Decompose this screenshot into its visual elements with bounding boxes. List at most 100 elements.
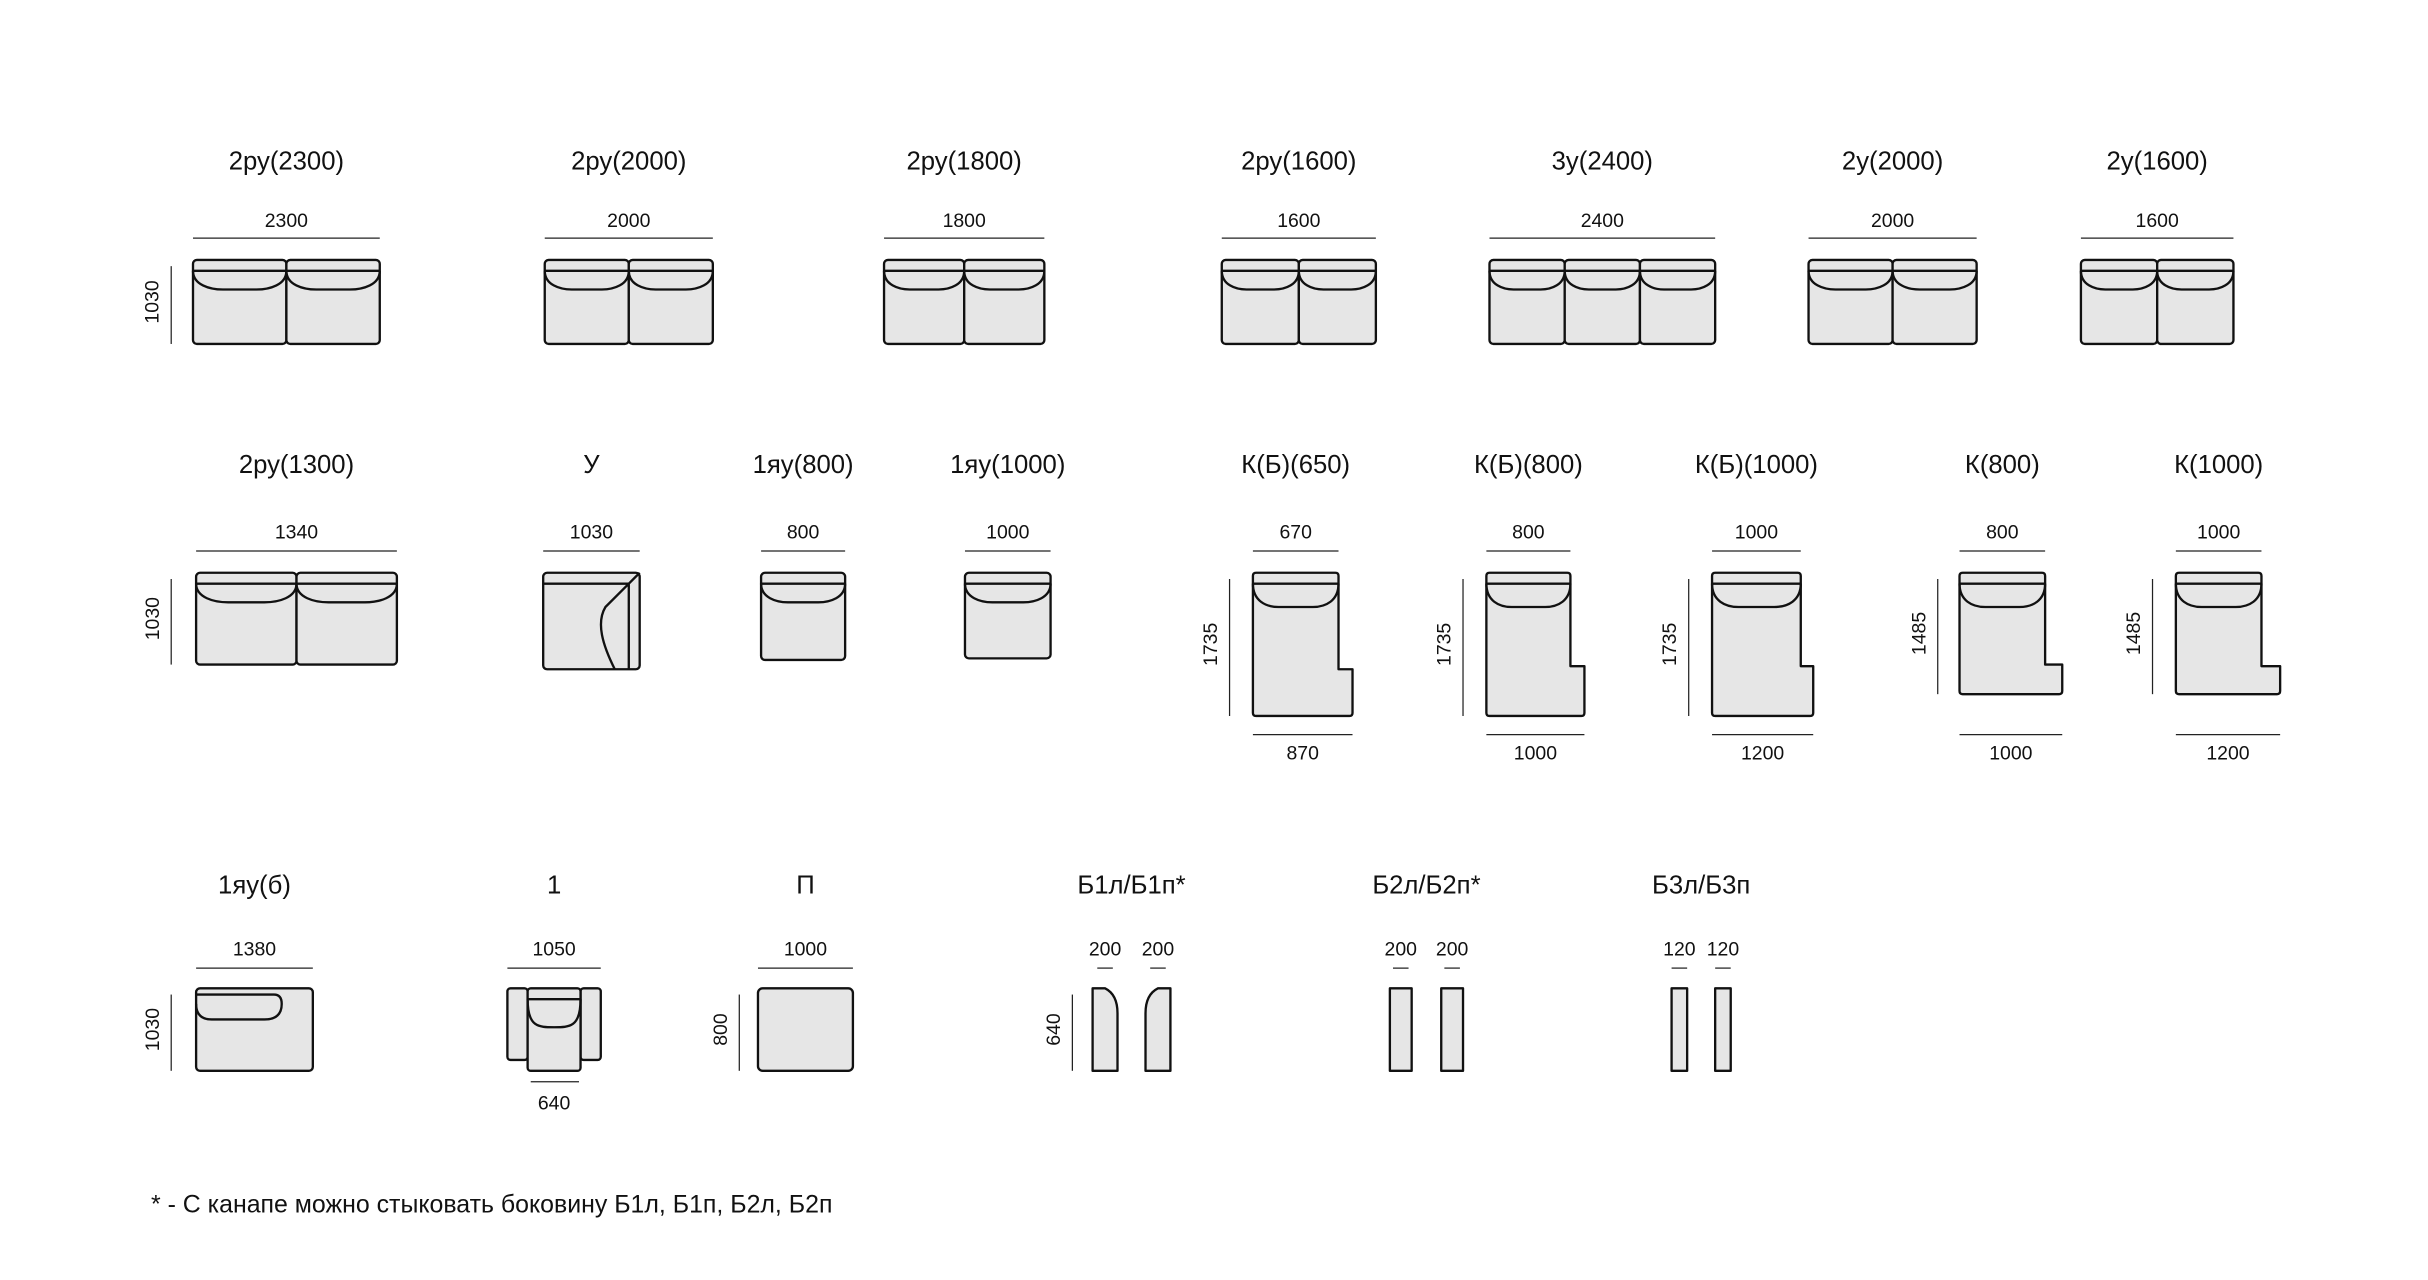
seat xyxy=(194,571,298,666)
seat xyxy=(1220,258,1300,346)
width-dimension: 1800 xyxy=(943,210,986,232)
cushion-line xyxy=(194,583,298,604)
cushion-line xyxy=(759,583,847,604)
depth-dimension: 800 xyxy=(710,1013,732,1046)
chaise-seat xyxy=(1251,571,1354,718)
seat xyxy=(543,258,630,346)
width-dimension: 1600 xyxy=(1277,210,1320,232)
seat xyxy=(2156,258,2235,346)
seat xyxy=(963,571,1052,660)
width-dimension: 2000 xyxy=(1871,210,1914,232)
width-dimension: 1000 xyxy=(2197,522,2240,544)
bottom-dimension: 640 xyxy=(538,1093,571,1115)
depth-dimension: 1735 xyxy=(1200,623,1222,666)
seat xyxy=(627,258,715,346)
chaise-seat xyxy=(1958,571,2064,696)
cushion-line xyxy=(1891,270,1978,291)
cushion-line xyxy=(191,270,288,291)
module-title: 1 xyxy=(547,871,561,899)
side-panel-left xyxy=(1091,987,1119,1072)
module-title: 2у(1600) xyxy=(2107,148,2208,176)
module-title: Б1л/Б1п* xyxy=(1077,871,1185,899)
ottoman xyxy=(756,987,855,1072)
bottom-dimension: 870 xyxy=(1286,743,1319,765)
seat xyxy=(1488,258,1566,346)
cushion-line xyxy=(963,270,1046,291)
module-title: 2ру(2300) xyxy=(229,148,344,176)
seat xyxy=(2079,258,2159,346)
left-arm xyxy=(506,987,529,1062)
width-dimension: 2300 xyxy=(265,210,308,232)
width-dimension: 1340 xyxy=(275,522,318,544)
right-arm xyxy=(579,987,602,1062)
seat xyxy=(1807,258,1894,346)
module-title: К(Б)(650) xyxy=(1241,451,1350,479)
cushion-line xyxy=(526,998,582,1029)
width-dimension: 1000 xyxy=(986,522,1029,544)
side-panel-right xyxy=(1713,987,1732,1072)
module-title: Б2л/Б2п* xyxy=(1372,871,1480,899)
module-title: Б3л/Б3п xyxy=(1652,871,1750,899)
modules-layer: 2ру(2300) 2300 1030 2ру(2000) 2000 2ру(1800)1… xyxy=(142,148,2282,1115)
module-18: 1 1050 640 xyxy=(506,871,602,1115)
side-panel-right xyxy=(1144,987,1172,1072)
bottom-dimension: 1200 xyxy=(2206,743,2249,765)
width-dimension: 670 xyxy=(1279,522,1312,544)
width-dimension: 2000 xyxy=(607,210,650,232)
cushion-line xyxy=(627,270,715,291)
width-dimension: 800 xyxy=(1512,522,1545,544)
module-7: 2у(1600) 1600 xyxy=(2079,148,2235,346)
cushion-line xyxy=(963,583,1052,604)
cushion-line xyxy=(1807,270,1894,291)
cushion-line xyxy=(1220,270,1300,291)
width-dimension: 200 xyxy=(1142,939,1175,961)
width-dimension: 200 xyxy=(1385,939,1418,961)
cushion-line xyxy=(1958,583,2047,609)
depth-dimension: 1030 xyxy=(142,597,164,640)
cushion-line xyxy=(1710,583,1802,609)
width-dimension: 800 xyxy=(1986,522,2019,544)
module-4: 2ру(1600) 1600 xyxy=(1220,148,1378,346)
footnote: * - С канапе можно стыковать боковину Б1… xyxy=(151,1190,832,1218)
module-title: 3у(2400) xyxy=(1552,148,1653,176)
module-5: 3у(2400)2400 xyxy=(1488,148,1717,346)
module-title: 2ру(1300) xyxy=(239,451,354,479)
seat xyxy=(191,258,288,346)
seat xyxy=(759,571,847,662)
chaise-seat xyxy=(1485,571,1586,718)
depth-dimension: 640 xyxy=(1043,1013,1065,1046)
depth-dimension: 1735 xyxy=(1434,623,1456,666)
seat xyxy=(295,571,399,666)
backrest-cushion xyxy=(194,993,283,1021)
module-title: К(1000) xyxy=(2174,451,2263,479)
cushion-line xyxy=(1488,270,1566,291)
module-6: 2у(2000)2000 xyxy=(1807,148,1978,346)
cushion-line xyxy=(295,583,399,604)
side-panel-left xyxy=(1670,987,1689,1072)
width-dimension: 1600 xyxy=(2136,210,2179,232)
seat xyxy=(1638,258,1717,346)
width-dimension: 1050 xyxy=(532,939,575,961)
armchair-seat xyxy=(526,987,582,1072)
cushion-line xyxy=(2174,583,2263,609)
side-panel-right xyxy=(1440,987,1465,1072)
width-dimension: 1000 xyxy=(784,939,827,961)
module-title: К(Б)(1000) xyxy=(1695,451,1818,479)
module-title: 2ру(2000) xyxy=(571,148,686,176)
width-dimension: 1380 xyxy=(233,939,276,961)
module-3: 2ру(1800)1800 xyxy=(882,148,1046,346)
module-title: 2ру(1600) xyxy=(1241,148,1356,176)
module-title: К(Б)(800) xyxy=(1474,451,1583,479)
depth-dimension: 1735 xyxy=(1659,623,1681,666)
depth-dimension: 1485 xyxy=(1908,612,1930,655)
cushion-line xyxy=(1563,270,1642,291)
bottom-dimension: 1200 xyxy=(1741,743,1784,765)
cushion-line xyxy=(1485,583,1572,609)
